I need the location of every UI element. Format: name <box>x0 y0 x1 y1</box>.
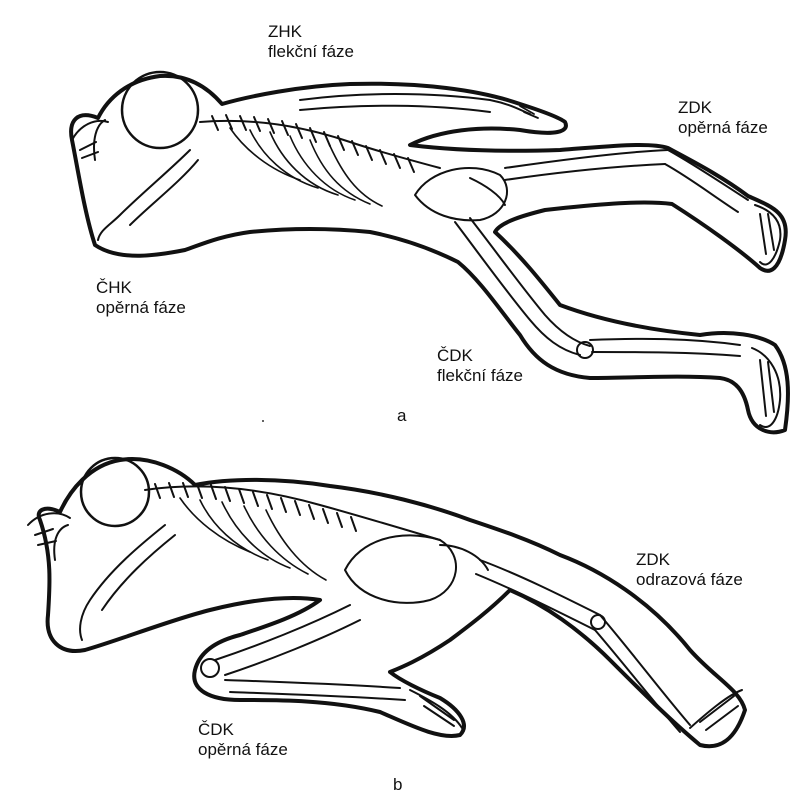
label-cdk-b: ČDK opěrná fáze <box>198 720 288 760</box>
label-zdk-a-phase: opěrná fáze <box>678 118 768 138</box>
label-zdk-b-name: ZDK <box>636 550 743 570</box>
label-chk-a: ČHK opěrná fáze <box>96 278 186 318</box>
label-zdk-b: ZDK odrazová fáze <box>636 550 743 590</box>
label-cdk-a: ČDK flekční fáze <box>437 346 523 386</box>
label-cdk-b-phase: opěrná fáze <box>198 740 288 760</box>
label-zdk-b-phase: odrazová fáze <box>636 570 743 590</box>
label-cdk-a-phase: flekční fáze <box>437 366 523 386</box>
sublabel-a: a <box>397 406 406 426</box>
label-chk-a-phase: opěrná fáze <box>96 298 186 318</box>
label-zhk-a-name: ZHK <box>268 22 354 42</box>
label-zhk-a-phase: flekční fáze <box>268 42 354 62</box>
label-zhk-a: ZHK flekční fáze <box>268 22 354 62</box>
label-cdk-b-name: ČDK <box>198 720 288 740</box>
label-chk-a-name: ČHK <box>96 278 186 298</box>
label-cdk-a-name: ČDK <box>437 346 523 366</box>
label-zdk-a-name: ZDK <box>678 98 768 118</box>
speck <box>262 420 264 422</box>
sublabel-b: b <box>393 775 402 795</box>
figure-a-illustration <box>0 0 797 440</box>
label-zdk-a: ZDK opěrná fáze <box>678 98 768 138</box>
